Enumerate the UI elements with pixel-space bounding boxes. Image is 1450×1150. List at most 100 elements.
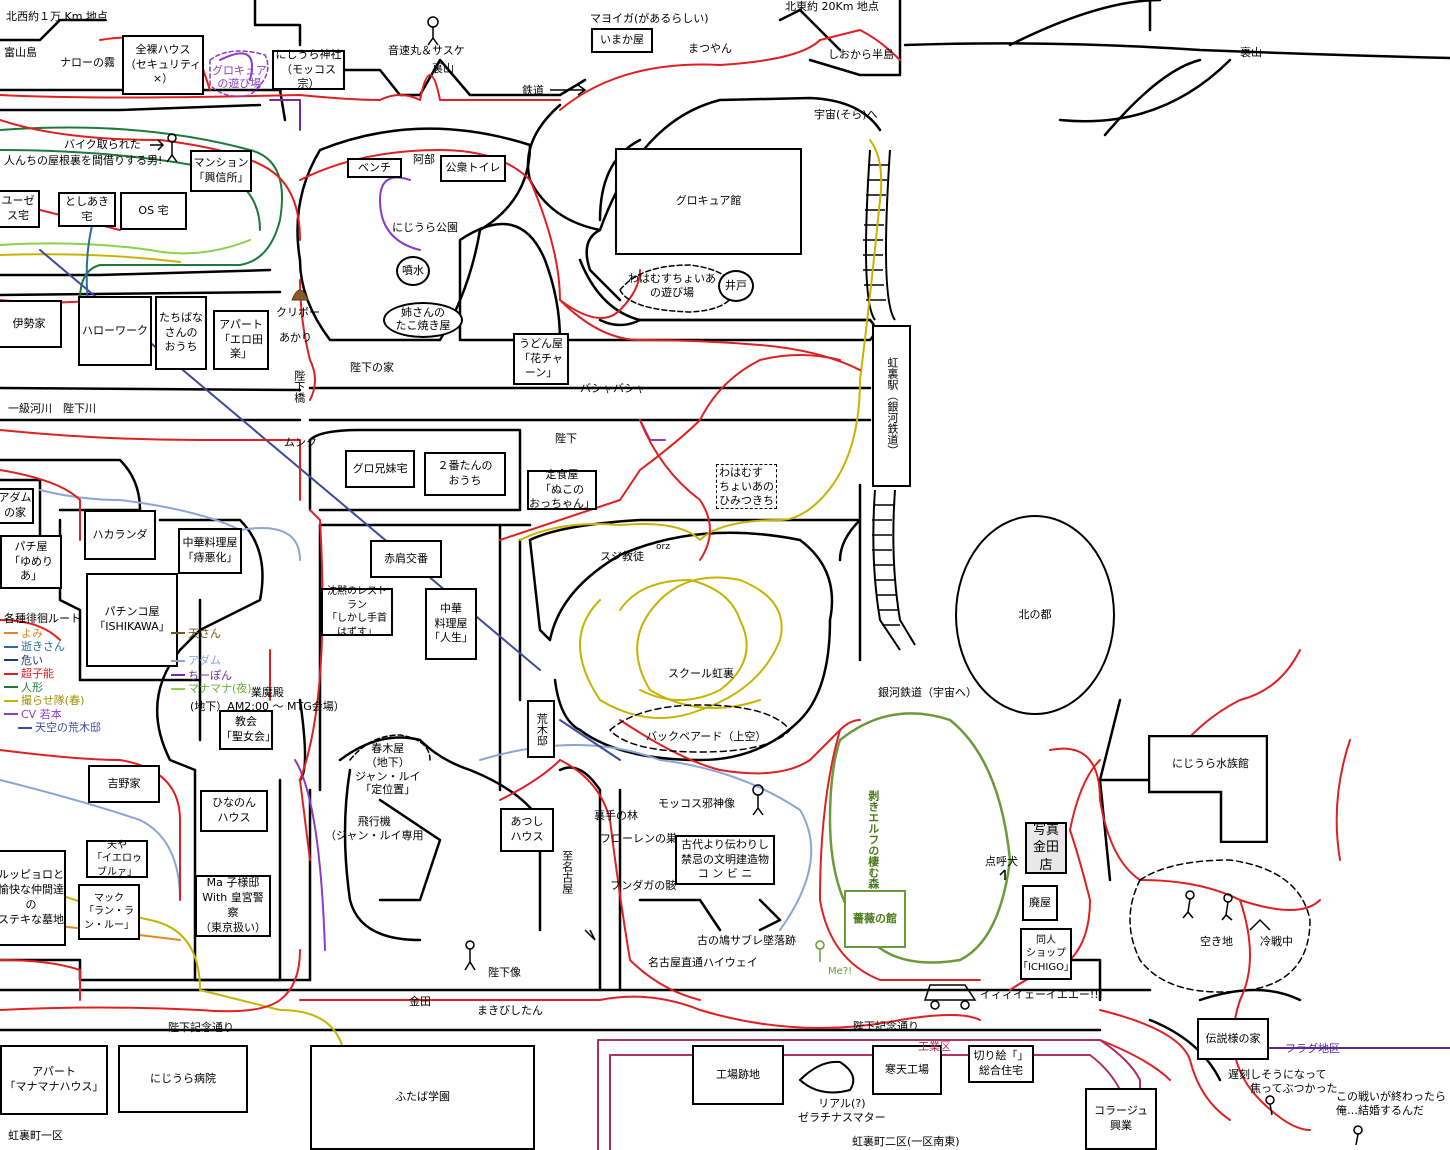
- bench[interactable]: ベンチ: [347, 158, 402, 178]
- legend-item: CV 若本: [4, 708, 101, 722]
- elf-forest: 剥きエルフの棲む森: [866, 790, 880, 889]
- urate-forest: 裏手の林: [594, 809, 638, 822]
- rose-mansion[interactable]: 薔薇の館: [844, 890, 906, 948]
- toshiaki-house[interactable]: としあき宅: [58, 192, 116, 227]
- nibantan-house[interactable]: ２番たんのおうち: [424, 452, 506, 496]
- backbeard: バックベアード（上空）: [646, 730, 767, 743]
- pachinko-shop[interactable]: パチンコ屋「ISHIKAWA」: [86, 573, 178, 667]
- atsushi-house[interactable]: あつしハウス: [500, 808, 554, 852]
- legend-item: ちーぽん: [171, 669, 252, 683]
- udon-shop[interactable]: うどん屋「花チャーン」: [513, 333, 569, 385]
- heika-bridge: 陛下橋: [292, 370, 306, 403]
- chuka-shop-2[interactable]: 中華料理屋「人生」: [425, 588, 477, 660]
- hellowork[interactable]: ハローワーク: [78, 296, 152, 366]
- imakaya-store[interactable]: いまか屋: [591, 28, 653, 53]
- church[interactable]: 教会「聖女会」: [219, 710, 276, 750]
- makibishi: まきびしたん: [477, 1004, 543, 1017]
- nijiura-shrine[interactable]: にじうら神社（モッコス宗）: [272, 48, 345, 90]
- airplane: 飛行機（ジャン・ルイ専用: [325, 815, 424, 842]
- factory-site[interactable]: 工場跡地: [692, 1045, 784, 1105]
- gelatinous-matter: リアル(?)ゼラチナスマター: [798, 1097, 886, 1124]
- convenience-store[interactable]: 古代より伝わりし禁忌の文明建造物コ ン ビ ニ: [675, 835, 775, 885]
- os-house[interactable]: OS 宅: [120, 192, 187, 230]
- tachibana-house[interactable]: たちばなさんのおうち: [155, 296, 207, 370]
- ise-house[interactable]: 伊勢家: [0, 300, 62, 348]
- town-district-1: 虹裏町一区: [8, 1129, 63, 1142]
- hakaranda[interactable]: ハカランダ: [84, 510, 156, 560]
- apart-manama[interactable]: アパート「マナマナハウス」: [0, 1045, 108, 1115]
- nijiura-station[interactable]: 虹裏駅（銀河鉄道）: [872, 325, 911, 487]
- legend-col-left: よみ 逝きさん 危い 超子能 人形 撮らせ隊(春) CV 若本 天空の荒木邸: [4, 627, 101, 735]
- hinanon-house[interactable]: ひなのんハウス: [200, 790, 268, 832]
- abandoned-house[interactable]: 廃屋: [1022, 885, 1058, 921]
- kirie-housing[interactable]: 切り絵「」総合住宅: [968, 1045, 1034, 1083]
- araki-residence[interactable]: 荒木邸: [527, 700, 555, 758]
- takoyaki-stand[interactable]: 姉さんのたこ焼き屋: [383, 302, 463, 338]
- title-northeast: 北東約 20Km 地点: [785, 0, 879, 13]
- teishoku-shop[interactable]: 定食屋「ぬこのおっちゃん」: [527, 467, 597, 511]
- heika-house: 陛下の家: [350, 361, 394, 374]
- orz: orz: [656, 542, 670, 552]
- wahamu-secret-base: わはむすちょいあのひみつきち: [716, 464, 777, 510]
- public-toilet[interactable]: 公衆トイレ: [440, 155, 506, 182]
- aquarium-label: にじうら水族館: [1172, 757, 1249, 770]
- futaba-academy[interactable]: ふたば学園: [310, 1045, 535, 1150]
- tomiyama-island: 富山島: [4, 46, 37, 59]
- collage-industry[interactable]: コラージュ興業: [1085, 1088, 1157, 1150]
- urayama-2: 裏山: [1240, 46, 1262, 59]
- mcdonalds[interactable]: マック「ラン・ラン・ルー」: [78, 884, 140, 940]
- cold-war: 冷戦中: [1260, 935, 1293, 948]
- kuribo: クリボー: [276, 306, 320, 319]
- legend-item: マナマナ(夜): [171, 682, 252, 696]
- bike-man: バイク取られた: [64, 138, 141, 151]
- legend-item: よみ: [4, 627, 101, 641]
- heika-river: 一級河川 陛下川: [8, 402, 96, 415]
- adam-house[interactable]: アダムの家: [0, 488, 34, 524]
- apart-erotaraku[interactable]: アパート「エロ田楽」: [213, 310, 269, 370]
- legend-item: 撮らせ隊(春): [4, 694, 101, 708]
- industrial-zone: 工業区: [918, 1040, 951, 1053]
- tenya[interactable]: 天や「イエロゥブルァ」: [86, 840, 148, 878]
- urayama-1: 裏山: [432, 62, 454, 75]
- aquarium[interactable]: にじうら水族館: [1148, 735, 1268, 843]
- mayoiga: マヨイガ(があるらしい): [590, 12, 709, 25]
- fountain[interactable]: 噴水: [396, 256, 430, 286]
- flag-zone: フラグ地区: [1285, 1042, 1340, 1055]
- kanten-factory[interactable]: 寒天工場: [872, 1045, 942, 1095]
- legend-item: 逝きさん: [4, 640, 101, 654]
- akahane-koban[interactable]: 赤肩交番: [370, 540, 442, 578]
- kaneda-photo-studio[interactable]: 写真金田店: [1025, 822, 1067, 874]
- kita-no-miyako[interactable]: 北の都: [955, 515, 1115, 715]
- pachi-shop[interactable]: パチ屋「ゆめりあ」: [0, 535, 62, 589]
- yuuze-house[interactable]: ユーゼス宅: [0, 190, 40, 228]
- mansion[interactable]: マンション「興信所」: [190, 150, 252, 192]
- heika-memorial-st-2: 陛下記念通り: [853, 1020, 919, 1033]
- nijiura-hospital[interactable]: にじうら病院: [118, 1045, 248, 1113]
- legend-house[interactable]: 伝説様の家: [1197, 1018, 1269, 1060]
- yoshinoya[interactable]: 吉野家: [88, 765, 160, 803]
- kaneda-label: 金田: [409, 995, 431, 1008]
- floren-nest: フローレンの巣: [600, 832, 677, 845]
- gyouma-den: 業魔殿(地下）AM2:00 ～ MTG会場）: [190, 686, 345, 713]
- legend-item: アダム: [171, 654, 252, 668]
- guro-siblings-house[interactable]: グロ兄妹宅: [345, 450, 415, 488]
- title-northwest: 北西約１万 Km 地点: [6, 10, 108, 23]
- well[interactable]: 井戸: [718, 270, 754, 302]
- precure-hall[interactable]: グロキュア館: [615, 148, 802, 255]
- silent-restaurant[interactable]: 沈黙のレストラン「しかし手首はずす」: [321, 586, 393, 638]
- lupin-graveyard[interactable]: ルッピョロと愉快な仲間達のステキな墓地: [0, 850, 66, 946]
- zenra-house[interactable]: 全裸ハウス（セキュリティ ×）: [122, 35, 204, 95]
- school-nijiura: スクール虹裏: [668, 667, 734, 680]
- matsuyan: まつやん: [688, 42, 732, 55]
- to-nagoya: 至名古屋: [560, 850, 574, 894]
- doujin-shop[interactable]: 同人ショップ「ICHIGO」: [1018, 928, 1074, 980]
- legend-item: 天空の荒木邸: [4, 721, 101, 735]
- bike-man-2: 人んちの屋根裏を間借りする男!: [4, 154, 163, 167]
- shiokara-peninsula: しおから半島: [828, 48, 894, 61]
- tenko-dog: 点呼犬: [985, 855, 1018, 868]
- chuka-shop-1[interactable]: 中華料理屋「痔悪化」: [178, 528, 242, 574]
- basha-basha: バシャバシャ: [580, 382, 646, 395]
- route-legend: 各種徘徊ルート よみ 逝きさん 危い 超子能 人形 撮らせ隊(春) CV 若本 …: [4, 612, 252, 735]
- fungus-remains: フンダガの骸: [610, 879, 677, 892]
